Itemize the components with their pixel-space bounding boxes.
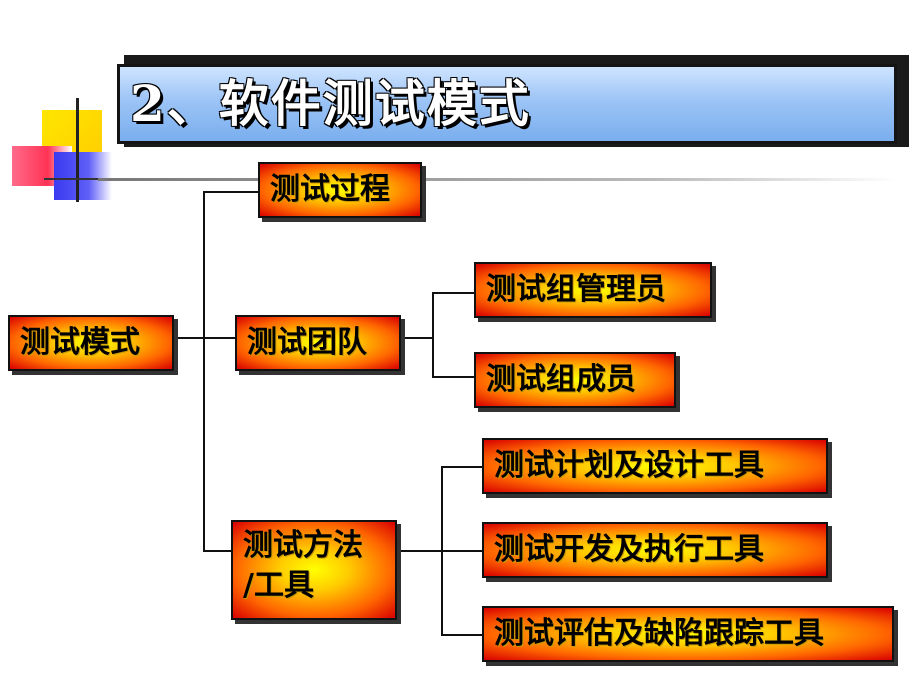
- connector-to-team: [203, 337, 237, 339]
- decor-vertical-line: [76, 98, 79, 202]
- connector-to-member: [432, 376, 476, 378]
- connector-root: [174, 337, 204, 339]
- node-test-methods-label-line2: /工具: [243, 568, 314, 603]
- node-test-team: 测试团队: [235, 315, 401, 371]
- node-eval-defect-tools: 测试评估及缺陷跟踪工具: [482, 606, 894, 662]
- node-test-member-label: 测试组成员: [486, 362, 636, 397]
- node-test-methods-tools: 测试方法 /工具: [231, 520, 397, 620]
- node-test-mode: 测试模式: [8, 315, 174, 371]
- connector-to-methods: [203, 550, 233, 552]
- node-test-process: 测试过程: [258, 162, 422, 218]
- node-plan-design-tools-label: 测试计划及设计工具: [494, 448, 764, 483]
- node-test-methods-label-line1: 测试方法: [243, 528, 363, 563]
- connector-main-spine: [203, 191, 205, 552]
- node-test-member: 测试组成员: [474, 352, 676, 408]
- connector-to-manager: [432, 292, 476, 294]
- slide-title: 2、软件测试模式: [130, 74, 531, 133]
- decor-blue-square: [54, 152, 112, 200]
- node-test-process-label: 测试过程: [270, 172, 390, 207]
- node-eval-defect-tools-label: 测试评估及缺陷跟踪工具: [494, 616, 824, 651]
- connector-methods-out: [398, 550, 443, 552]
- node-dev-exec-tools-label: 测试开发及执行工具: [494, 532, 764, 567]
- node-test-mode-label: 测试模式: [20, 325, 140, 360]
- connector-to-process: [203, 191, 260, 193]
- node-test-team-label: 测试团队: [247, 325, 367, 360]
- connector-team-spine: [432, 292, 434, 378]
- decor-horizontal-line: [44, 178, 98, 180]
- node-test-manager: 测试组管理员: [474, 262, 712, 318]
- node-plan-design-tools: 测试计划及设计工具: [482, 438, 828, 494]
- node-test-manager-label: 测试组管理员: [486, 272, 666, 307]
- connector-to-dev-tool: [441, 550, 483, 552]
- node-dev-exec-tools: 测试开发及执行工具: [482, 522, 828, 578]
- connector-to-plan-tool: [441, 466, 483, 468]
- title-banner: [117, 64, 897, 144]
- title-underline: [98, 178, 898, 181]
- connector-team-out: [401, 337, 434, 339]
- connector-to-eval-tool: [441, 634, 483, 636]
